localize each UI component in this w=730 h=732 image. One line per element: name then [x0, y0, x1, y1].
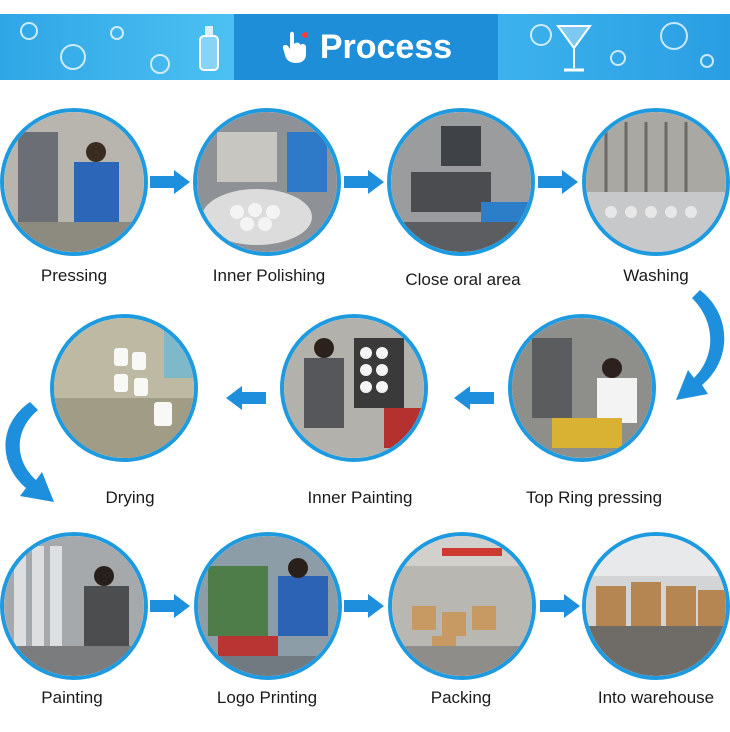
bubble-decoration: [60, 44, 86, 70]
arrow-right-icon: [150, 170, 190, 194]
bottle-icon: [199, 26, 219, 71]
step-photo: [387, 108, 535, 256]
step-photo: [582, 108, 730, 256]
arrow-right-icon: [344, 594, 384, 618]
step-label: Logo Printing: [216, 688, 318, 707]
step-photo: [0, 532, 148, 680]
bubble-decoration: [20, 22, 38, 40]
step-photo: [194, 532, 342, 680]
step-photo: [50, 314, 198, 462]
bubble-decoration: [660, 22, 688, 50]
arrow-right-icon: [344, 170, 384, 194]
step-label: Packing: [430, 688, 492, 707]
cocktail-glass-icon: [556, 25, 592, 72]
step-label: Washing: [623, 266, 689, 285]
page-title: Process: [319, 27, 453, 66]
step-label: Inner Painting: [307, 488, 413, 507]
step-photo: [508, 314, 656, 462]
bubble-decoration: [110, 26, 124, 40]
arrow-left-icon: [454, 386, 494, 410]
arrow-right-icon: [538, 170, 578, 194]
step-label: Pressing: [40, 266, 108, 285]
bubble-decoration: [700, 54, 714, 68]
step-label: Painting: [41, 688, 103, 707]
step-label: Into warehouse: [597, 688, 715, 707]
curved-arrow-down-icon: [676, 290, 725, 400]
bubble-decoration: [150, 54, 170, 74]
step-photo: [388, 532, 536, 680]
step-label: Top Ring pressing: [525, 488, 663, 507]
hand-pointer-icon: [282, 31, 308, 63]
arrow-right-icon: [540, 594, 580, 618]
bubble-decoration: [610, 50, 626, 66]
step-photo: [280, 314, 428, 462]
step-photo: [0, 108, 148, 256]
step-label: Inner Polishing: [212, 266, 326, 285]
title-box: Process: [234, 14, 498, 80]
step-photo: [582, 532, 730, 680]
step-label: Close oral area: [405, 270, 521, 289]
bubble-decoration: [530, 24, 552, 46]
step-photo: [193, 108, 341, 256]
curved-arrow-down-icon: [5, 402, 54, 502]
arrow-right-icon: [150, 594, 190, 618]
step-label: Drying: [105, 488, 155, 507]
arrow-left-icon: [226, 386, 266, 410]
